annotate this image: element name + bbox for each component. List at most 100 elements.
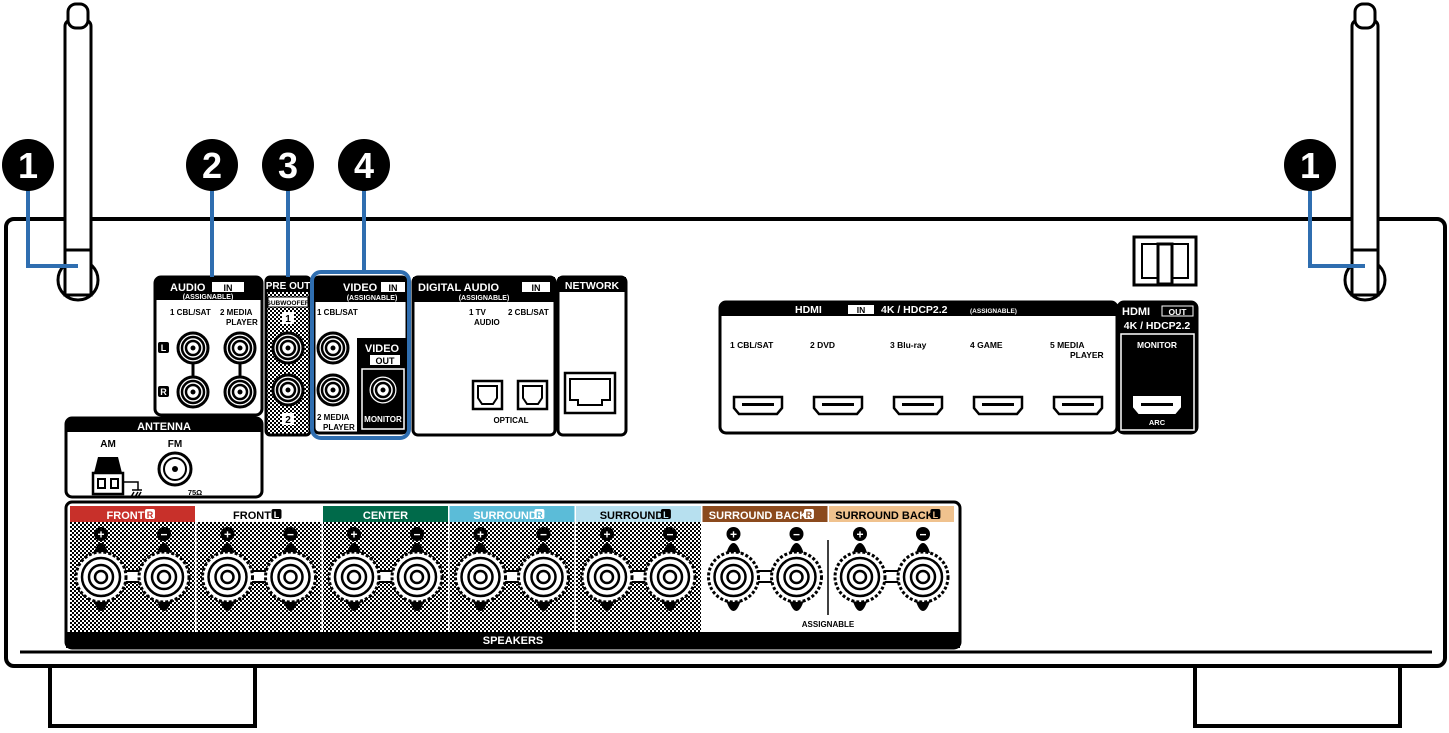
speaker-channel-badge: R xyxy=(147,510,154,520)
audio-in-badge: IN xyxy=(224,283,233,293)
audio-input2b: PLAYER xyxy=(226,318,258,327)
minus-icon: − xyxy=(540,528,547,542)
fm-impedance-label: 75Ω xyxy=(188,488,202,497)
left-foot xyxy=(48,662,257,728)
speaker-terminal-minus[interactable]: − xyxy=(896,527,950,611)
minus-icon: − xyxy=(160,528,167,542)
assignable-label: ASSIGNABLE xyxy=(802,620,855,629)
video-in-title: VIDEO xyxy=(343,282,378,294)
speaker-terminal-minus[interactable]: − xyxy=(137,527,191,611)
speaker-channel-badge: L xyxy=(663,510,669,520)
speaker-channel-badge: R xyxy=(806,510,813,520)
callout-number: 4 xyxy=(354,145,374,186)
hdmi-in-sub: (ASSIGNABLE) xyxy=(970,308,1017,315)
audio-2-r-jack[interactable] xyxy=(223,375,257,409)
hdmi-in-panel: HDMI IN 4K / HDCP2.2 (ASSIGNABLE) 1 CBL/… xyxy=(718,300,1119,435)
optical-label: OPTICAL xyxy=(493,416,528,425)
ethernet-port[interactable] xyxy=(563,371,617,415)
hdmi-in-port-4[interactable]: 4 GAME xyxy=(970,340,1024,416)
speaker-group-label: SURROUND xyxy=(600,510,664,522)
hdmi-in-port-2[interactable]: 2 DVD xyxy=(810,340,864,416)
plus-icon: + xyxy=(730,528,737,542)
speaker-terminal-minus[interactable]: − xyxy=(643,527,697,611)
am-antenna-terminal[interactable] xyxy=(91,457,142,498)
audio-in-panel: AUDIO IN (ASSIGNABLE) 1 CBL/SAT 2 MEDIA … xyxy=(153,275,264,417)
digital-audio-title: DIGITAL AUDIO xyxy=(418,282,500,294)
video-in-input2: 2 MEDIA xyxy=(317,413,350,422)
audio-1-r-jack[interactable] xyxy=(176,375,210,409)
hdmi-in-port-3[interactable]: 3 Blu-ray xyxy=(890,340,944,416)
audio-title: AUDIO xyxy=(170,282,206,294)
hdmi-in-port-1[interactable]: 1 CBL/SAT xyxy=(730,340,784,416)
plus-icon: + xyxy=(477,528,484,542)
video-in-input1: 1 CBL/SAT xyxy=(317,308,358,317)
audio-input1: 1 CBL/SAT xyxy=(170,308,211,317)
speaker-terminal-plus[interactable]: + xyxy=(580,527,634,611)
speaker-terminal-plus[interactable]: + xyxy=(327,527,381,611)
optical-2-label: 2 CBL/SAT xyxy=(508,308,549,317)
minus-icon: − xyxy=(666,528,673,542)
optical-2-port[interactable] xyxy=(516,379,549,411)
plus-icon: + xyxy=(97,528,104,542)
hdmi-out-port[interactable] xyxy=(1133,396,1181,414)
minus-icon: − xyxy=(287,528,294,542)
callout-number: 1 xyxy=(1300,145,1320,186)
right-foot xyxy=(1193,662,1402,728)
hdmi-out-arc-label: ARC xyxy=(1149,418,1166,427)
hdmi-in-port-label: 2 DVD xyxy=(810,340,835,350)
plus-icon: + xyxy=(224,528,231,542)
video-in-1-jack[interactable] xyxy=(316,331,350,365)
callout-3-marker: 3 xyxy=(262,139,314,191)
hdmi-in-port-label: 5 MEDIA xyxy=(1050,340,1084,350)
speaker-terminal-plus[interactable]: + xyxy=(74,527,128,611)
speaker-terminal-plus[interactable]: + xyxy=(201,527,254,611)
subwoofer-1-jack[interactable] xyxy=(271,331,305,365)
speaker-group-label: SURROUND BACK xyxy=(835,510,933,522)
fm-label: FM xyxy=(168,439,182,450)
hdmi-in-badge: IN xyxy=(857,305,866,315)
audio-ch-r: R xyxy=(160,387,167,397)
speaker-terminal-minus[interactable]: − xyxy=(517,527,570,611)
speaker-group-label: SURROUND BACK xyxy=(709,510,807,522)
video-highlight-box xyxy=(310,270,411,440)
hdmi-out-title: HDMI xyxy=(1122,306,1150,318)
subwoofer-2-jack[interactable] xyxy=(271,373,305,407)
hdmi-in-port-label: 1 CBL/SAT xyxy=(730,340,774,350)
hdmi-in-port-label: 4 GAME xyxy=(970,340,1003,350)
hdmi-out-badge: OUT xyxy=(1169,307,1188,317)
hdmi-in-title: HDMI xyxy=(795,304,822,316)
video-in-input2b: PLAYER xyxy=(323,423,355,432)
speaker-channel-badge: L xyxy=(933,510,939,520)
audio-1-l-jack[interactable] xyxy=(176,331,210,365)
audio-ch-l: L xyxy=(161,343,167,353)
speaker-terminal-minus[interactable]: − xyxy=(390,527,444,611)
speaker-terminal-plus[interactable]: + xyxy=(454,527,507,611)
video-out-monitor-jack[interactable] xyxy=(366,373,400,407)
speaker-group-label: FRONT xyxy=(107,510,145,522)
fm-antenna-jack[interactable] xyxy=(157,451,193,487)
optical-1-label: 1 TV xyxy=(469,308,487,317)
speaker-channel-badge: R xyxy=(536,510,543,520)
optical-1-port[interactable] xyxy=(471,379,504,411)
audio-2-l-jack[interactable] xyxy=(223,331,257,365)
speaker-terminal-plus[interactable]: + xyxy=(707,527,760,611)
digital-audio-in-badge: IN xyxy=(532,283,541,293)
speaker-terminal-minus[interactable]: − xyxy=(264,527,317,611)
speaker-group-label: CENTER xyxy=(363,510,408,522)
video-in-2-jack[interactable] xyxy=(316,373,350,407)
speaker-group-label: SURROUND xyxy=(473,510,537,522)
antenna-title: ANTENNA xyxy=(137,421,191,433)
antenna-panel: ANTENNA AM FM 75Ω xyxy=(64,416,264,499)
video-in-panel: VIDEO IN (ASSIGNABLE) 1 CBL/SAT 2 MEDIA … xyxy=(312,275,409,435)
digital-audio-sub: (ASSIGNABLE) xyxy=(459,295,510,302)
video-out-monitor-label: MONITOR xyxy=(364,415,402,424)
subwoofer-2-label: 2 xyxy=(285,415,291,426)
speaker-terminal-minus[interactable]: − xyxy=(770,527,823,611)
subwoofer-label: SUBWOOFER xyxy=(267,300,310,307)
speaker-terminal-plus[interactable]: + xyxy=(833,527,887,611)
